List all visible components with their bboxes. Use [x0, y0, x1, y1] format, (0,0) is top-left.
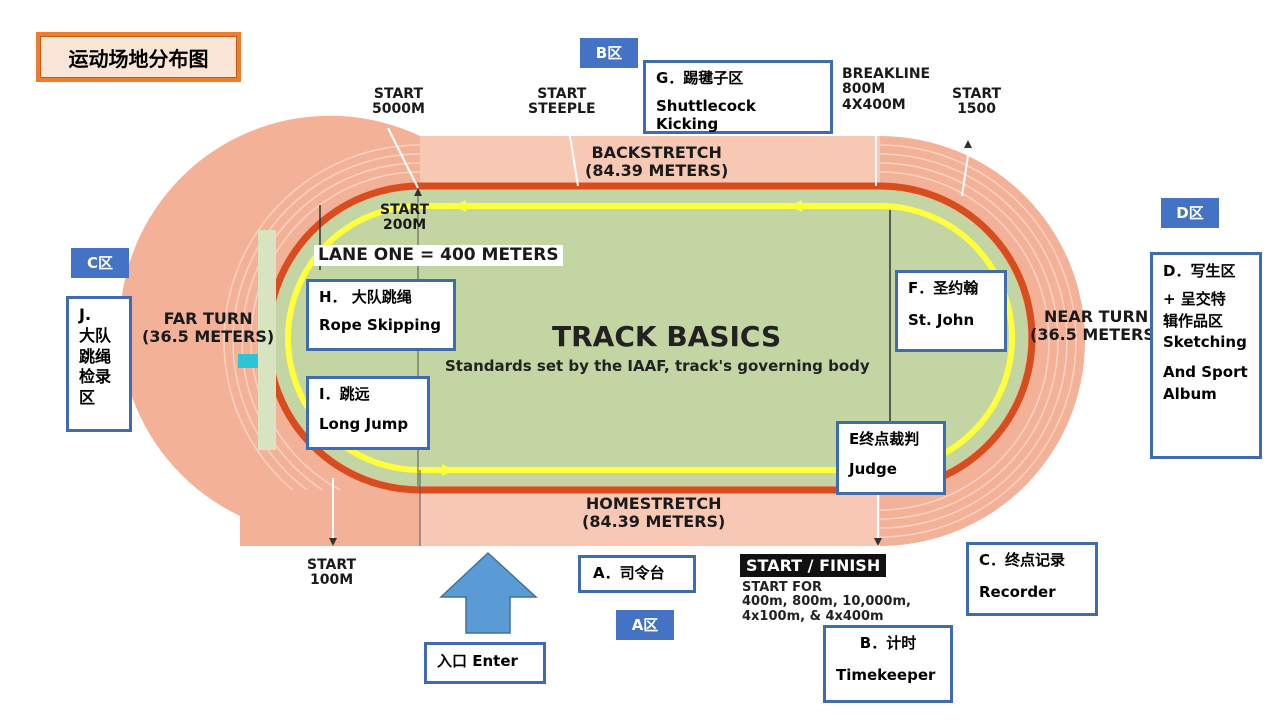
arrow-back-1	[454, 200, 466, 212]
start-5000-line2: 5000M	[372, 101, 425, 118]
area-d-line1: D．写生区	[1163, 262, 1236, 280]
breakline-label: BREAKLINE 800M 4X400M	[842, 66, 931, 113]
far-turn-text: FAR TURN	[163, 309, 253, 328]
start-for-line3: 4x100m, & 4x400m	[742, 608, 884, 624]
backstretch-length: (84.39 METERS)	[585, 160, 729, 180]
arrow-home-1	[442, 464, 454, 476]
area-d-line2: + 呈交特	[1163, 289, 1226, 308]
area-g-box: G．踢毽子区 Shuttlecock Kicking	[643, 60, 833, 134]
start-100-line1: START	[307, 557, 357, 573]
area-j-line2: 大队	[79, 325, 112, 345]
area-f-title: F．圣约翰	[908, 279, 979, 297]
area-f-subtitle: St. John	[908, 311, 975, 329]
cyan-marker	[238, 354, 258, 368]
area-b-subtitle: Timekeeper	[836, 666, 936, 684]
track-basics-title: TRACK BASICS	[552, 320, 782, 353]
start-5000-line	[387, 127, 419, 189]
area-j-line1: J.	[79, 305, 92, 324]
page-title: 运动场地分布图	[40, 36, 237, 78]
marker-100	[329, 538, 337, 546]
start-for-label: START FOR 400m, 800m, 10,000m, 4x100m, &…	[742, 580, 911, 624]
zone-b-tag: B区	[580, 38, 638, 68]
enter-arrow	[439, 551, 538, 634]
area-e-box: E终点裁判 Judge	[836, 421, 946, 495]
area-f-box: F．圣约翰 St. John	[895, 270, 1007, 352]
lane-one-label: LANE ONE = 400 METERS	[314, 245, 563, 266]
area-h-title: H． 大队跳绳	[319, 288, 412, 306]
area-j-line3: 跳绳	[79, 346, 112, 366]
start-1500-line	[961, 141, 971, 197]
area-d-line5: And Sport	[1163, 363, 1248, 381]
area-i-title: I．跳远	[319, 385, 370, 403]
start-200-line1: START	[380, 202, 430, 218]
area-d-line3: 辑作品区	[1163, 311, 1224, 330]
area-i-box: I．跳远 Long Jump	[306, 376, 430, 450]
track-basics-subtitle: Standards set by the IAAF, track's gover…	[445, 357, 870, 375]
zone-a-tag: A区	[616, 610, 674, 640]
area-b-box: B．计时 Timekeeper	[823, 625, 953, 703]
start-100-line2: 100M	[309, 572, 354, 589]
start-200-line2: 200M	[382, 217, 427, 234]
area-e-subtitle: Judge	[849, 460, 897, 478]
start-100-label: START 100M	[307, 557, 357, 589]
area-j-line4: 检录	[79, 367, 112, 387]
start-finish-badge: START / FINISH	[740, 554, 887, 577]
homestretch-text: HOMESTRETCH	[585, 494, 722, 513]
area-g-subtitle: Shuttlecock Kicking	[656, 97, 756, 133]
start-steeple-line	[569, 135, 579, 187]
area-j-box: J. 大队 跳绳 检录 区	[66, 296, 132, 432]
area-c-title: C．终点记录	[979, 551, 1066, 569]
breakline-line1: BREAKLINE	[842, 66, 931, 82]
area-h-subtitle: Rope Skipping	[319, 316, 441, 334]
far-turn-label: FAR TURN (36.5 METERS)	[142, 310, 274, 345]
left-straight-ext	[240, 490, 420, 546]
enter-box: 入口 Enter	[424, 642, 546, 684]
homestretch-section	[420, 490, 880, 546]
zone-d-tag: D区	[1161, 198, 1219, 228]
near-turn-length: (36.5 METERS)	[1030, 324, 1163, 344]
homestretch-length: (84.39 METERS)	[582, 511, 726, 531]
start-5000-line1: START	[373, 86, 423, 102]
marker-finish	[874, 538, 882, 546]
area-b-title: B．计时	[859, 634, 917, 652]
infield-left-strip	[258, 230, 276, 450]
start-steeple-line1: START	[537, 86, 587, 102]
area-d-line4: Sketching	[1163, 333, 1247, 352]
area-i-subtitle: Long Jump	[319, 415, 409, 433]
arrow-back-2	[790, 200, 802, 212]
far-turn-length: (36.5 METERS)	[142, 326, 275, 346]
start-5000-label: START 5000M	[372, 86, 425, 118]
homestretch-label: HOMESTRETCH (84.39 METERS)	[582, 495, 725, 530]
near-turn-text: NEAR TURN	[1044, 307, 1149, 326]
area-j-line5: 区	[79, 388, 96, 408]
start-200-label: START 200M	[380, 202, 430, 234]
start-1500-line2: 1500	[957, 101, 997, 118]
zone-c-tag: C区	[71, 248, 129, 278]
backstretch-label: BACKSTRETCH (84.39 METERS)	[585, 144, 728, 179]
area-c-box: C．终点记录 Recorder	[966, 542, 1098, 616]
title-box: 运动场地分布图	[36, 32, 241, 82]
area-h-box: H． 大队跳绳 Rope Skipping	[306, 279, 456, 351]
start-for-line1: START FOR	[742, 580, 823, 595]
start-steeple-label: START STEEPLE	[528, 86, 596, 118]
area-d-line6: Album	[1163, 384, 1217, 403]
near-turn-label: NEAR TURN (36.5 METERS)	[1030, 308, 1162, 343]
breakline-line3: 4X400M	[842, 96, 906, 113]
start-steeple-line2: STEEPLE	[528, 101, 596, 118]
area-a-box: A．司令台	[578, 555, 696, 593]
breakline-line2: 800M	[842, 81, 886, 98]
area-e-title: E终点裁判	[849, 430, 920, 448]
marker-1500	[964, 140, 972, 148]
start-1500-label: START 1500	[952, 86, 1002, 118]
backstretch-section	[420, 136, 880, 186]
area-d-box: D．写生区 + 呈交特 辑作品区 Sketching And Sport Alb…	[1150, 252, 1262, 459]
area-c-subtitle: Recorder	[979, 583, 1056, 601]
start-1500-line1: START	[952, 86, 1002, 102]
marker-5000	[414, 188, 422, 196]
area-g-title: G．踢毽子区	[656, 69, 744, 87]
backstretch-text: BACKSTRETCH	[591, 143, 722, 162]
start-for-line2: 400m, 800m, 10,000m,	[742, 594, 911, 610]
